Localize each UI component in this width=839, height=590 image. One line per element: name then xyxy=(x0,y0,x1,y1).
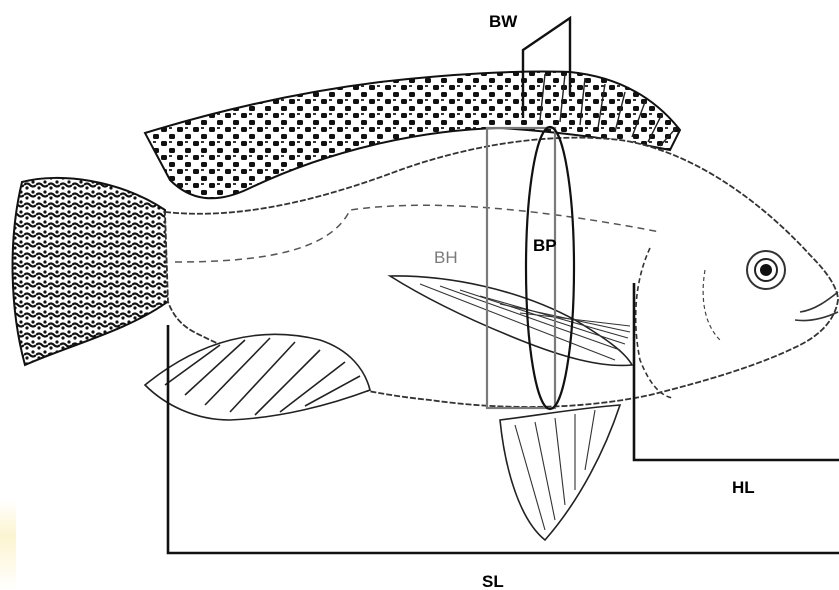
fish-eye xyxy=(747,251,785,289)
bh-label: BH xyxy=(434,249,458,266)
bp-label: BP xyxy=(533,237,557,254)
bw-label: BW xyxy=(489,13,517,30)
hl-label: HL xyxy=(732,479,755,496)
anal-fin xyxy=(145,334,370,420)
caudal-fin xyxy=(13,178,170,365)
sl-label: SL xyxy=(482,573,504,590)
pelvic-fin xyxy=(500,405,620,540)
